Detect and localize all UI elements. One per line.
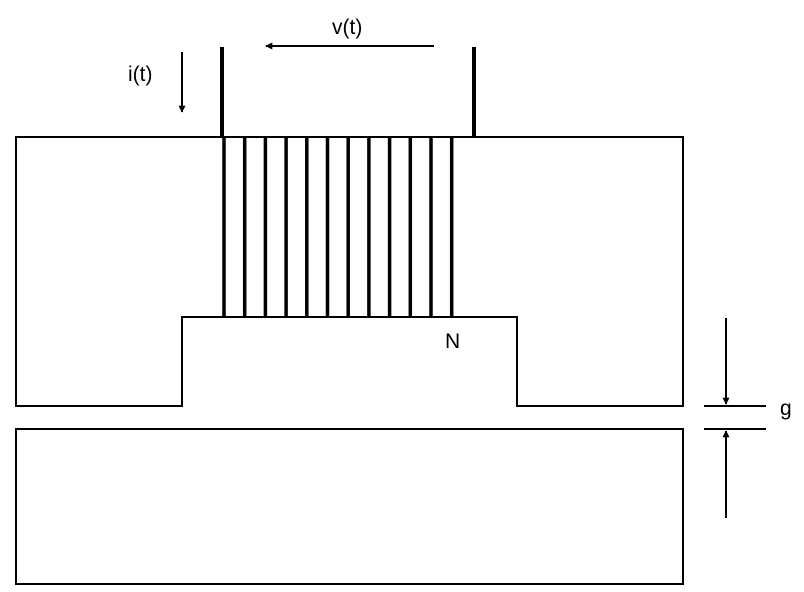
dimension-arrows-icon [704, 318, 766, 518]
voltage-label: v(t) [332, 16, 363, 39]
lower-core [15, 428, 684, 585]
current-label: i(t) [128, 63, 153, 86]
coil-winding [222, 138, 454, 316]
turns-label: N [445, 330, 461, 353]
gap-label: g [780, 397, 792, 420]
upper-core [15, 136, 684, 407]
